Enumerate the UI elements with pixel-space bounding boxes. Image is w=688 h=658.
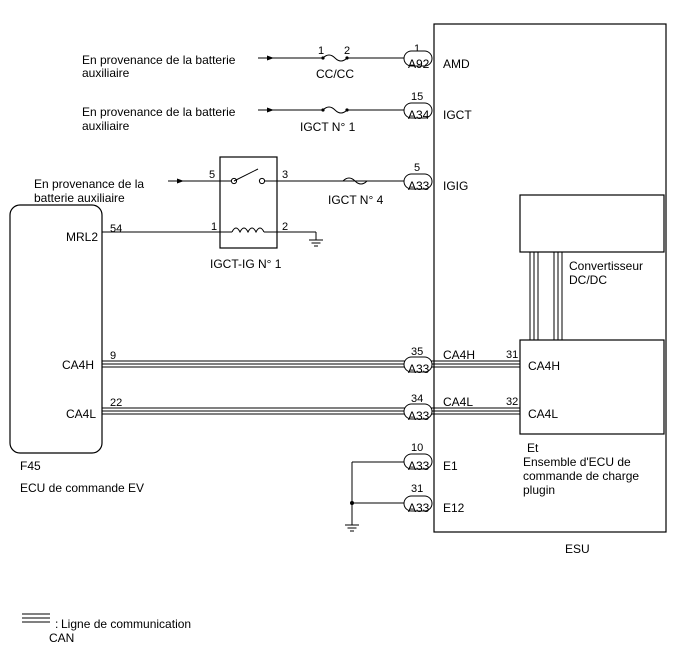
charger-pin-l-num: 32 (506, 396, 518, 408)
svg-text:A33: A33 (408, 362, 430, 376)
esu-box (433, 23, 667, 533)
esu-pin-e1: 10 A33 E1 (403, 442, 458, 473)
svg-text:15: 15 (411, 91, 423, 103)
svg-text:E12: E12 (443, 501, 465, 515)
charger-label-3: commande de charge (523, 469, 639, 483)
esu-label: ESU (565, 542, 590, 556)
fuse-cc-label: CC/CC (316, 67, 354, 81)
fuse-cc-pin-b: 2 (344, 45, 350, 57)
fuse-igct4-label: IGCT N° 4 (328, 193, 384, 207)
converter-label-line2: DC/DC (569, 273, 607, 287)
source-amd-line2: auxiliaire (82, 66, 130, 80)
svg-text:A33: A33 (408, 409, 430, 423)
relay-pin3: 3 (282, 169, 288, 181)
relay-label: IGCT-IG N° 1 (210, 257, 282, 271)
ground-symbol-relay (309, 239, 323, 247)
dcdc-converter-box (519, 194, 665, 253)
ev-ecu-box (9, 204, 103, 454)
relay-pin5: 5 (209, 169, 215, 181)
svg-text:A33: A33 (408, 459, 430, 473)
legend-prefix: : (55, 617, 58, 631)
ev-pin-ca4h-num: 9 (110, 350, 116, 362)
can-low-line (102, 407, 520, 415)
ev-pin-mrl2: MRL2 (66, 230, 98, 244)
source-igig-line2: batterie auxiliaire (34, 191, 125, 205)
relay-switch (233, 168, 259, 182)
svg-text:AMD: AMD (443, 57, 470, 71)
ev-pin-ca4h: CA4H (62, 358, 94, 372)
svg-text:A33: A33 (408, 501, 430, 515)
ground-junction (350, 501, 354, 505)
svg-text:10: 10 (411, 442, 423, 454)
svg-text:CA4H: CA4H (443, 348, 475, 362)
source-igig-line1: En provenance de la (34, 177, 144, 191)
fuse-igct1-symbol (322, 106, 348, 114)
internal-bus (529, 252, 563, 340)
source-igct-line1: En provenance de la batterie (82, 105, 236, 119)
ev-ecu-code: F45 (20, 459, 41, 473)
svg-text:A33: A33 (408, 179, 430, 193)
charger-label-4: plugin (523, 483, 555, 497)
svg-text:IGCT: IGCT (443, 108, 472, 122)
relay-box (219, 156, 278, 249)
source-amd-line1: En provenance de la batterie (82, 53, 236, 67)
ev-pin-ca4l: CA4L (66, 407, 96, 421)
esu-pin-igig: 5 A33 IGIG (403, 162, 468, 193)
esu-pin-amd: 1 A92 AMD (403, 43, 470, 71)
svg-text:34: 34 (411, 393, 423, 405)
legend: : Ligne de communication CAN (22, 613, 191, 645)
relay-contact-b (258, 177, 266, 185)
ev-pin-ca4l-num: 22 (110, 397, 122, 409)
svg-text:CA4L: CA4L (443, 395, 473, 409)
ev-pin-mrl2-num: 54 (110, 223, 122, 235)
esu-pin-e12: 31 A33 E12 (403, 483, 465, 515)
fuse-igct4-symbol (342, 177, 368, 185)
converter-label-line1: Convertisseur (569, 259, 643, 273)
esu-pin-ca4h: 35 A33 CA4H (403, 346, 475, 376)
svg-text:A34: A34 (408, 108, 430, 122)
legend-text-1: Ligne de communication (61, 617, 191, 631)
charger-pin-h-num: 31 (506, 349, 518, 361)
charger-pin-l: CA4L (528, 407, 558, 421)
fuse-cc-pin-a: 1 (318, 45, 324, 57)
svg-text:5: 5 (414, 162, 420, 174)
esu-pin-ca4l: 34 A33 CA4L (403, 393, 473, 423)
fuse-igct1-label: IGCT N° 1 (300, 120, 356, 134)
charger-ecu-box (519, 339, 665, 435)
ev-ecu-label: ECU de commande EV (20, 481, 144, 495)
charger-label-1: Et (527, 441, 539, 455)
legend-text-2: CAN (49, 631, 74, 645)
svg-text:A92: A92 (408, 57, 430, 71)
esu-pin-igct: 15 A34 IGCT (403, 91, 472, 122)
can-high-line (102, 360, 520, 368)
svg-text:31: 31 (411, 483, 423, 495)
source-igct-line2: auxiliaire (82, 119, 130, 133)
charger-label-2: Ensemble d'ECU de (523, 455, 631, 469)
ground-symbol-esu (345, 524, 359, 532)
fuse-cc-symbol (322, 54, 348, 62)
svg-text:35: 35 (411, 346, 423, 358)
svg-text:E1: E1 (443, 459, 458, 473)
relay-pin1: 1 (211, 221, 217, 233)
relay-pin2: 2 (282, 221, 288, 233)
svg-text:1: 1 (414, 43, 420, 55)
charger-pin-h: CA4H (528, 359, 560, 373)
relay-coil (231, 227, 265, 234)
svg-text:IGIG: IGIG (443, 179, 468, 193)
